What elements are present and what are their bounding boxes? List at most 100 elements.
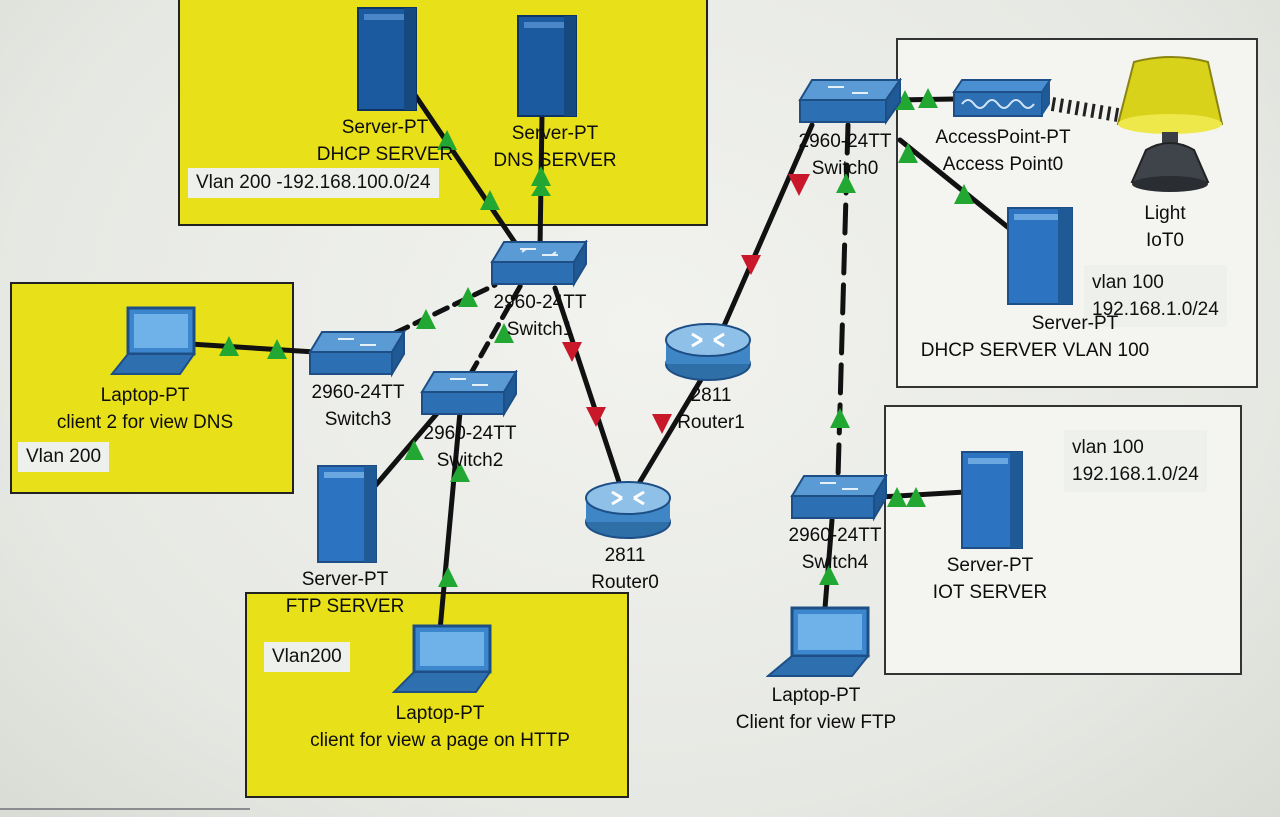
device-name: Switch3 (324, 409, 392, 430)
device-type: Light (1144, 203, 1186, 224)
link-switch2-switch1[interactable] (467, 280, 525, 378)
link-up-marker (895, 90, 915, 110)
link-up-marker (219, 336, 239, 356)
switch0-icon[interactable] (798, 76, 902, 131)
device-name: Router0 (591, 572, 659, 593)
access-point-label: AccessPoint-PT Access Point0 (918, 124, 1088, 178)
laptop-ftp-client-icon[interactable] (765, 606, 874, 685)
dns-server-label: Server-PT DNS SERVER (470, 120, 640, 174)
device-type: 2960-24TT (423, 423, 517, 444)
device-name: Switch2 (436, 450, 504, 471)
device-type: Server-PT (301, 569, 389, 590)
link-down-marker (741, 255, 761, 275)
iot-server-label: Server-PT IOT SERVER (920, 552, 1060, 606)
link-up-marker (438, 567, 458, 587)
switch2-label: 2960-24TT Switch2 (400, 420, 540, 474)
device-name: Access Point0 (942, 154, 1064, 175)
laptop-ftp-client-label: Laptop-PT Client for view FTP (716, 682, 916, 736)
link-router0-router1[interactable] (635, 375, 705, 488)
device-name: DNS SERVER (493, 150, 617, 171)
link-switch0-dhcp100[interactable] (897, 137, 1018, 236)
link-laptop-http-switch2[interactable] (437, 409, 463, 633)
link-up-marker (450, 462, 470, 482)
light-lamp-icon[interactable] (1112, 54, 1230, 203)
switch2-icon[interactable] (420, 368, 518, 423)
device-name: client 2 for view DNS (56, 412, 234, 433)
zone-vlan-name: vlan 100 (1092, 272, 1164, 293)
link-up-marker (531, 166, 551, 186)
link-switch1-router0[interactable] (552, 285, 623, 488)
laptop-http-client-label: Laptop-PT client for view a page on HTTP (280, 700, 600, 754)
router1-label: 2811 Router1 (656, 382, 766, 436)
dhcp-server-vlan100-label: Server-PT DHCP SERVER VLAN 100 (910, 310, 1160, 364)
device-type: Laptop-PT (100, 385, 190, 406)
dhcp-server-icon[interactable] (356, 6, 418, 117)
link-up-marker (494, 323, 514, 343)
ftp-server-icon[interactable] (316, 464, 378, 569)
light-label: Light IoT0 (1110, 200, 1220, 254)
link-down-marker (586, 407, 606, 427)
link-status-up-markers (219, 88, 974, 587)
link-up-marker (531, 180, 551, 196)
wireless-link-ap-light (1050, 97, 1120, 122)
link-switch3-switch1[interactable] (392, 282, 498, 336)
device-name: DHCP SERVER VLAN 100 (920, 340, 1150, 361)
router0-label: 2811 Router0 (570, 542, 680, 596)
dhcp-server-vlan100-icon[interactable] (1006, 206, 1074, 311)
link-up-marker (437, 130, 457, 150)
device-type: 2960-24TT (788, 525, 882, 546)
switch1-label: 2960-24TT Switch1 (470, 289, 610, 343)
device-name: client for view a page on HTTP (310, 730, 570, 751)
switch4-icon[interactable] (790, 472, 888, 527)
access-point-icon[interactable] (952, 78, 1052, 125)
laptop-dns-client-icon[interactable] (109, 306, 200, 383)
link-up-marker (918, 88, 938, 108)
switch1-icon[interactable] (490, 238, 588, 293)
zone-subnet: 192.168.1.0/24 (1072, 464, 1199, 485)
zone-note-vlan200-servers: Vlan 200 -192.168.100.0/24 (188, 168, 439, 198)
device-name: IOT SERVER (932, 582, 1048, 603)
link-dhcp-switch1[interactable] (412, 92, 523, 253)
device-type: Server-PT (341, 117, 429, 138)
link-up-marker (836, 173, 856, 193)
link-router1-switch0[interactable] (717, 122, 815, 338)
switch3-label: 2960-24TT Switch3 (288, 379, 428, 433)
device-type: Laptop-PT (395, 703, 485, 724)
zone-subnet: 192.168.1.0/24 (1092, 299, 1219, 320)
device-name: Switch0 (811, 158, 879, 179)
device-type: AccessPoint-PT (935, 127, 1071, 148)
link-up-marker (906, 487, 926, 507)
link-up-marker (830, 408, 850, 428)
ftp-server-label: Server-PT FTP SERVER (270, 566, 420, 620)
link-up-marker (458, 287, 478, 307)
device-type: 2960-24TT (493, 292, 587, 313)
link-down-marker (652, 414, 672, 434)
router1-icon[interactable] (664, 320, 752, 387)
dhcp-server-label: Server-PT DHCP SERVER (300, 114, 470, 168)
device-name: Router1 (677, 412, 745, 433)
device-name: IoT0 (1145, 230, 1185, 251)
zone-vlan-name: vlan 100 (1072, 437, 1144, 458)
laptop-http-client-icon[interactable] (391, 624, 496, 701)
link-ftp-switch2[interactable] (372, 407, 443, 489)
device-type: Server-PT (511, 123, 599, 144)
switch3-icon[interactable] (308, 328, 406, 383)
iot-server-icon[interactable] (960, 450, 1024, 555)
device-type: 2960-24TT (311, 382, 405, 403)
laptop-dns-client-label: Laptop-PT client 2 for view DNS (30, 382, 260, 436)
link-up-marker (887, 487, 907, 507)
device-name: FTP SERVER (285, 596, 405, 617)
device-name: DHCP SERVER (316, 144, 454, 165)
device-name: Switch4 (801, 552, 869, 573)
dns-server-icon[interactable] (516, 14, 578, 123)
link-laptop-switch3[interactable] (187, 341, 318, 355)
router0-icon[interactable] (584, 478, 672, 545)
link-up-marker (898, 143, 918, 163)
zone-note-vlan100-iot: vlan 100 192.168.1.0/24 (1084, 265, 1227, 327)
switch0-label: 2960-24TT Switch0 (780, 128, 910, 182)
link-up-marker (416, 309, 436, 329)
link-laptop-ftp-switch4[interactable] (822, 517, 835, 611)
link-up-marker (954, 184, 974, 204)
